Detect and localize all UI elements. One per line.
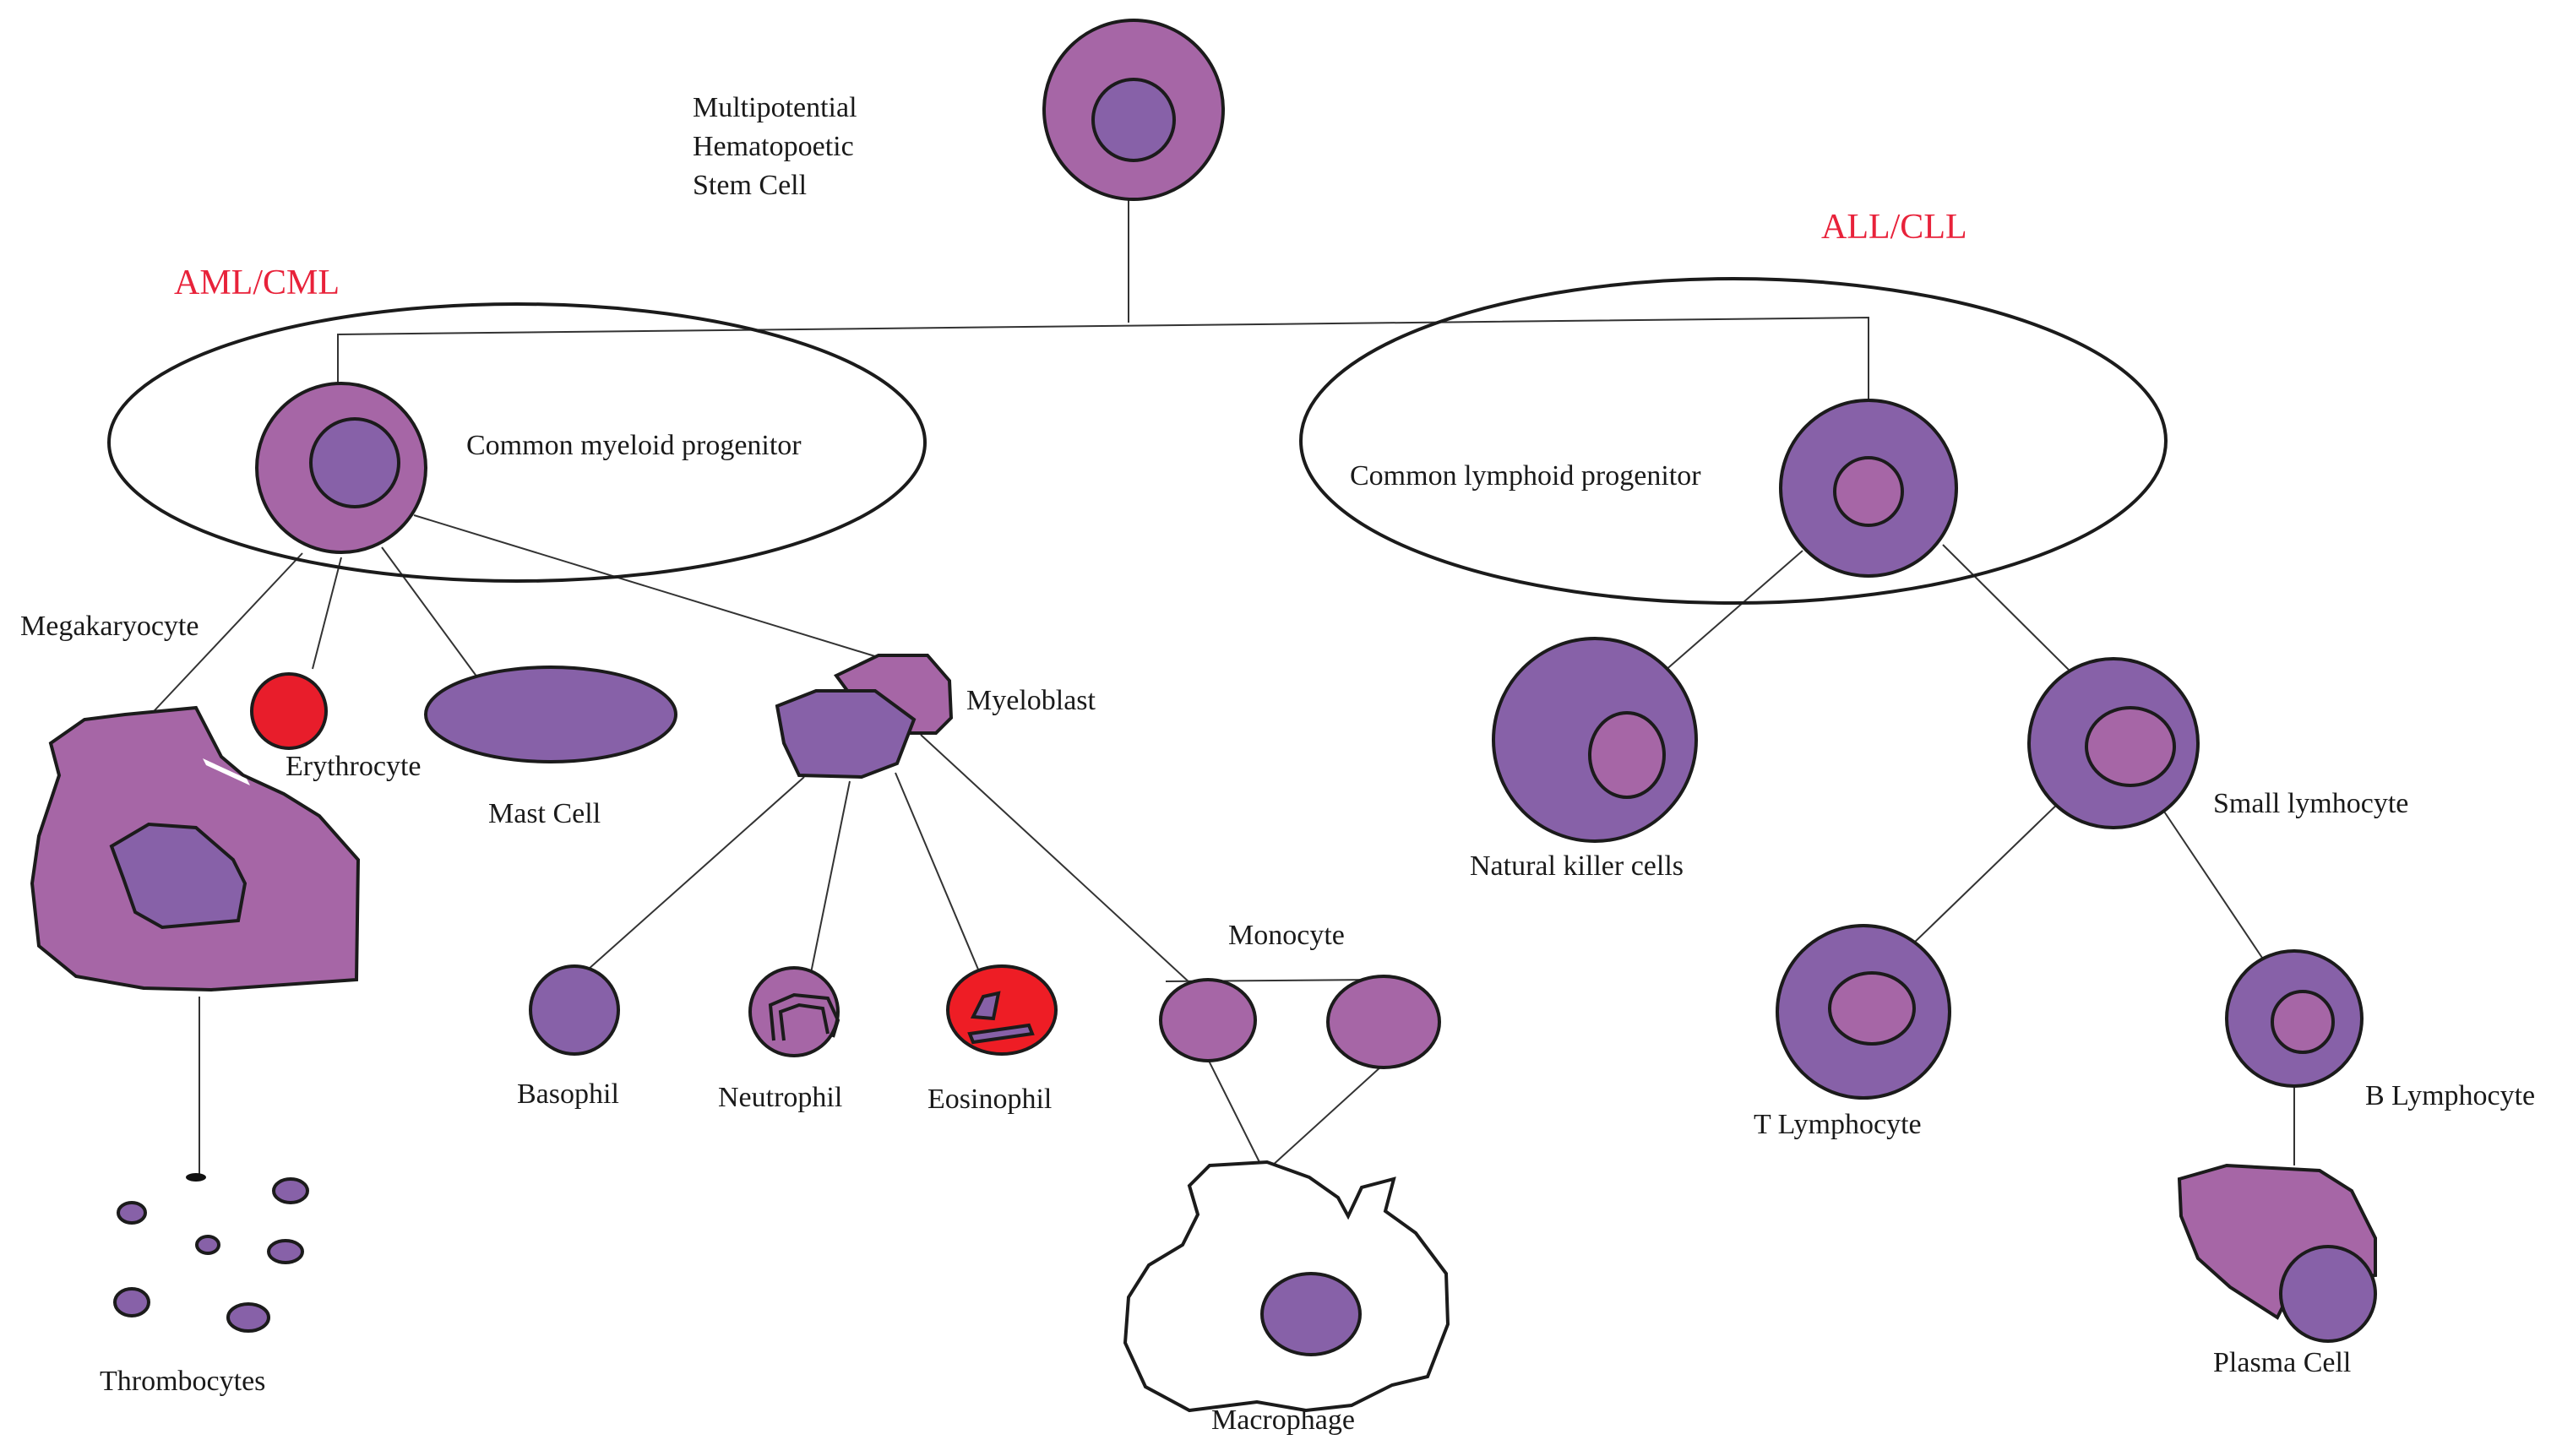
label-mast-cell: Mast Cell bbox=[488, 798, 601, 829]
thrombocytes-group bbox=[113, 1173, 309, 1333]
label-all-cll: ALL/CLL bbox=[1821, 208, 1967, 247]
label-neutrophil: Neutrophil bbox=[718, 1082, 842, 1113]
cell-labels: Multipotential Hematopoetic Stem Cell AM… bbox=[20, 92, 2535, 1436]
label-stem-cell-line1: Multipotential bbox=[693, 92, 857, 123]
label-aml-cml: AML/CML bbox=[174, 263, 340, 302]
label-t-lymphocyte: T Lymphocyte bbox=[1754, 1109, 1922, 1140]
label-lymphoid-progenitor: Common lymphoid progenitor bbox=[1350, 460, 1701, 492]
small-lymphocyte-cell bbox=[2027, 657, 2200, 829]
b-lymphocyte-cell bbox=[2225, 949, 2364, 1088]
label-myeloid-progenitor: Common myeloid progenitor bbox=[466, 430, 802, 461]
label-eosinophil: Eosinophil bbox=[927, 1084, 1052, 1115]
monocyte-cell-left bbox=[1159, 978, 1257, 1062]
label-natural-killer: Natural killer cells bbox=[1470, 850, 1684, 882]
myeloid-progenitor-cell bbox=[255, 382, 427, 554]
label-stem-cell-line2: Hematopoetic bbox=[693, 131, 854, 162]
neutrophil-cell bbox=[748, 966, 840, 1057]
label-small-lymphocyte: Small lymhocyte bbox=[2213, 788, 2408, 819]
label-thrombocytes: Thrombocytes bbox=[100, 1366, 265, 1397]
label-plasma-cell: Plasma Cell bbox=[2213, 1347, 2351, 1378]
label-megakaryocyte: Megakaryocyte bbox=[20, 611, 199, 642]
monocyte-cell-right bbox=[1326, 975, 1441, 1069]
label-monocyte: Monocyte bbox=[1228, 920, 1345, 951]
stem-cell bbox=[1042, 19, 1225, 201]
t-lymphocyte-cell bbox=[1776, 924, 1951, 1100]
plasma-cell bbox=[2177, 1163, 2377, 1343]
myeloblast-cell bbox=[775, 654, 954, 780]
label-myeloblast: Myeloblast bbox=[966, 685, 1096, 716]
myeloid-group-ellipse bbox=[107, 302, 927, 583]
eosinophil-cell bbox=[946, 964, 1058, 1056]
label-basophil: Basophil bbox=[517, 1078, 619, 1110]
megakaryocyte-cell bbox=[30, 705, 361, 992]
natural-killer-cell bbox=[1492, 637, 1698, 843]
basophil-cell bbox=[529, 964, 620, 1056]
label-erythrocyte: Erythrocyte bbox=[286, 751, 422, 782]
label-macrophage: Macrophage bbox=[1211, 1404, 1355, 1436]
macrophage-cell bbox=[1123, 1160, 1450, 1413]
lymphoid-progenitor-cell bbox=[1779, 399, 1958, 578]
lymphoid-group-ellipse bbox=[1299, 277, 2168, 605]
erythrocyte-cell bbox=[250, 672, 328, 750]
label-b-lymphocyte: B Lymphocyte bbox=[2365, 1080, 2535, 1111]
mast-cell bbox=[424, 666, 677, 763]
label-stem-cell-line3: Stem Cell bbox=[693, 170, 807, 201]
